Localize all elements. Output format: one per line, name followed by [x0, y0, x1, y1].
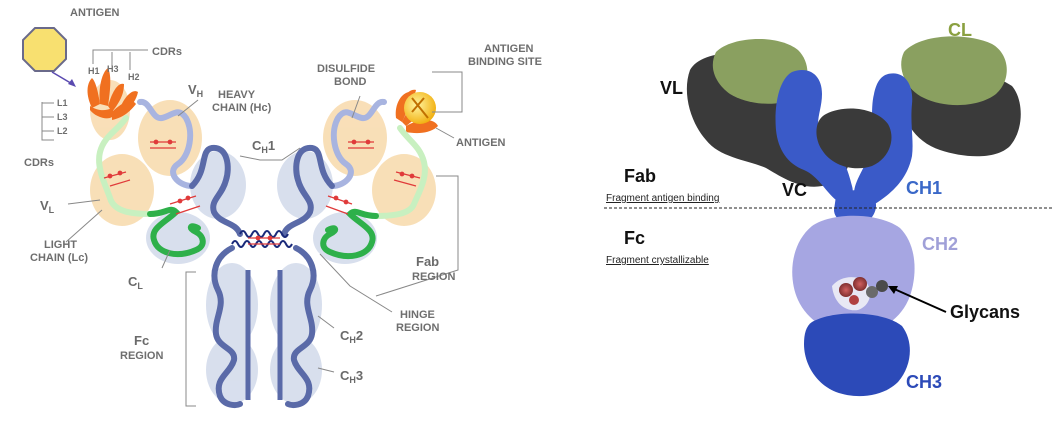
light-chain-cl-left: [147, 206, 206, 258]
heavy-chain-label-2: CHAIN (Hc): [212, 102, 272, 114]
vl-bg-left: [90, 154, 154, 226]
light-chain-label-1: LIGHT: [44, 239, 77, 251]
cl-domain-right: [901, 36, 1007, 106]
h2-label: H2: [128, 72, 140, 82]
ch3-structure-label: CH3: [906, 372, 942, 392]
ch3-label: CH3: [340, 368, 363, 385]
l2-label: L2: [57, 126, 68, 136]
l1-label: L1: [57, 98, 68, 108]
vl-structure-label: VL: [660, 78, 683, 98]
schematic-diagram: ANTIGEN CDRs H1 H3 H2 L1 L3 L2 CDRs VH H…: [22, 7, 542, 408]
heavy-chain-label-1: HEAVY: [218, 89, 256, 101]
ch1-label: CH1: [252, 138, 275, 155]
heavy-chain-vh-right: [329, 98, 387, 189]
heavy-chain-fc-right: [285, 245, 317, 408]
vl-label: VL: [40, 198, 55, 215]
arrow-head-icon: [68, 79, 76, 87]
cdrs-top-label: CDRs: [152, 46, 182, 58]
h1-label: H1: [88, 66, 100, 76]
fab-description: Fragment antigen binding: [606, 193, 719, 204]
l3-label: L3: [57, 112, 68, 122]
vc-structure-label: VC: [782, 180, 807, 200]
leader-lines: [65, 71, 463, 407]
hinge-region-label-2: REGION: [396, 322, 439, 334]
glycan-arrow: [891, 287, 947, 313]
h3-label: H3: [107, 64, 119, 74]
light-chain-label-2: CHAIN (Lc): [30, 252, 88, 264]
cdr-fingers-left: [87, 68, 138, 120]
fc-structure-label: Fc: [624, 228, 645, 248]
glycan-arrow-head-icon: [888, 286, 898, 294]
fab-region-label-1: Fab: [416, 254, 439, 269]
glycans-structure: [839, 277, 888, 305]
ch1-structure-label: CH1: [906, 178, 942, 198]
ch1-bg-right: [277, 151, 333, 219]
cdr-brackets: [41, 49, 148, 141]
antigen-binding-site-label-1: ANTIGEN: [484, 43, 534, 55]
fc-region-label-2: REGION: [120, 350, 163, 362]
ch2-structure-label: CH2: [922, 234, 958, 254]
cl-structure-label: CL: [948, 20, 972, 40]
ch1-bg-left: [190, 151, 246, 219]
disulfide-label-2: BOND: [334, 76, 366, 88]
heavy-chain-vh-left: [137, 98, 195, 189]
heavy-chain-ch1-left: [189, 144, 243, 237]
antigen-top-label: ANTIGEN: [70, 7, 120, 19]
ch3-domain: [804, 313, 910, 397]
antigen-binding-site-label-2: BINDING SITE: [468, 56, 542, 68]
heavy-chain-ch1-right: [281, 144, 335, 237]
ch2-label: CH2: [340, 328, 363, 345]
light-chain-vl-right: [373, 125, 428, 219]
light-chain-vl-left: [96, 115, 153, 217]
disulfide-label-1: DISULFIDE: [317, 63, 375, 75]
glycans-label: Glycans: [950, 302, 1020, 322]
light-chain-cl-right: [320, 208, 379, 260]
heavy-blue-left-arm: [775, 70, 853, 203]
antigen-octagon-icon: [22, 27, 67, 72]
antigen-pattern: [411, 97, 429, 119]
fab-center-black: [816, 108, 892, 169]
fab-region-label-2: REGION: [412, 271, 455, 283]
hinge-region-label-1: HINGE: [400, 309, 435, 321]
protein-structure: CL VL Fab Fragment antigen binding VC CH…: [604, 20, 1052, 397]
hinge-squiggle-left: [239, 230, 289, 238]
cl-label: CL: [128, 274, 143, 291]
ch2-domain: [792, 215, 915, 335]
fab-structure-label: Fab: [624, 166, 656, 186]
fc-region-label-1: Fc: [134, 333, 149, 348]
vh-label: VH: [188, 82, 203, 99]
vl-bg-right: [372, 154, 436, 226]
disulfide-bonds: [103, 139, 421, 245]
fc-description: Fragment crystallizable: [606, 255, 709, 266]
heavy-chain-fc-left: [211, 245, 243, 408]
antigen-right-label: ANTIGEN: [456, 137, 506, 149]
cdrs-left-label: CDRs: [24, 157, 54, 169]
